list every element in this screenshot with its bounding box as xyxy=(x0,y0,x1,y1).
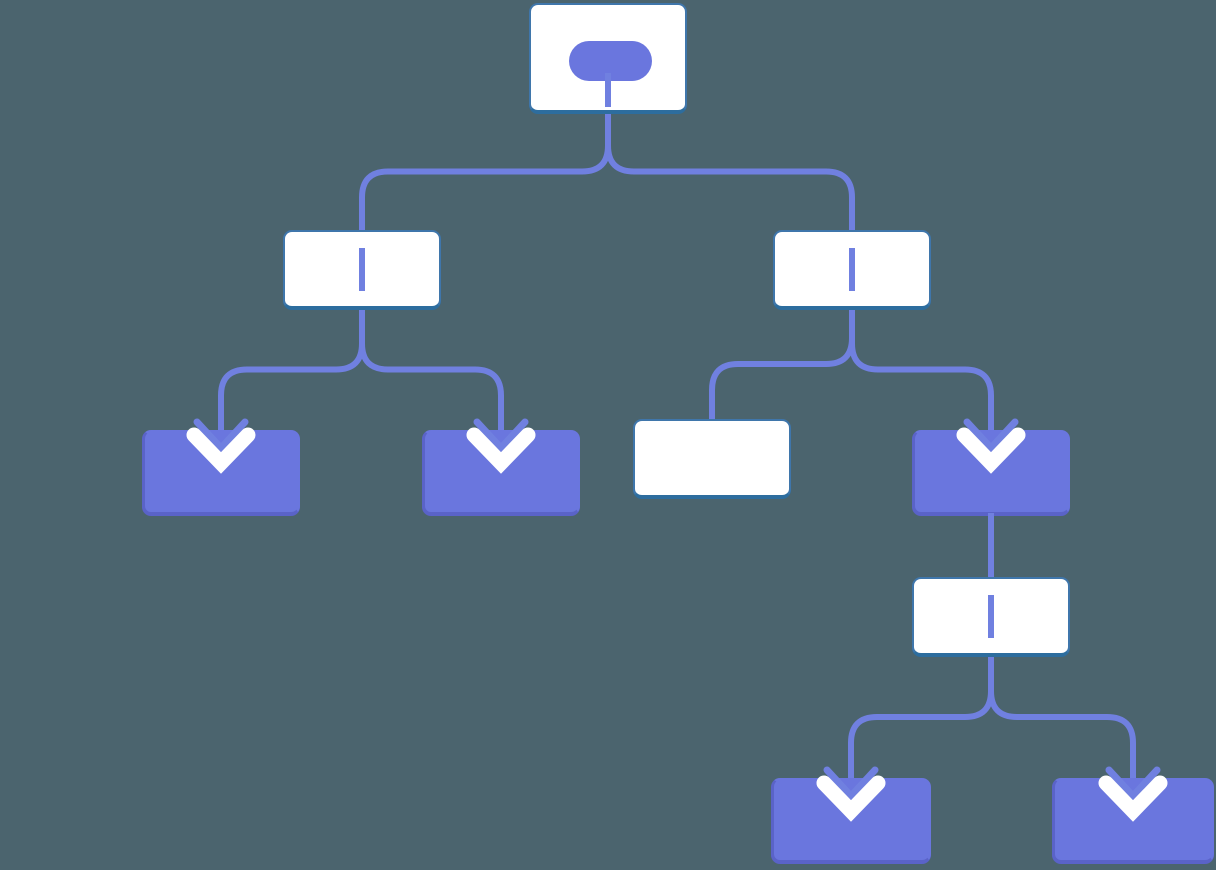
tree-edge-e2 xyxy=(218,309,365,430)
tree-node-n7[interactable] xyxy=(912,577,1070,656)
tree-edge-e1 xyxy=(605,113,855,230)
tree-node-n8[interactable] xyxy=(771,778,931,863)
root-node-pill-badge xyxy=(568,41,652,81)
tree-node-n4[interactable] xyxy=(422,430,580,515)
tree-node-n2[interactable] xyxy=(773,230,931,309)
tree-edge-e7 xyxy=(848,656,994,778)
tree-edge-e5 xyxy=(849,309,994,430)
tree-node-n1[interactable] xyxy=(283,230,441,309)
tree-node-n5[interactable] xyxy=(633,419,791,498)
tree-edge-e8 xyxy=(988,656,1136,778)
tree-edge-e3 xyxy=(359,309,504,430)
tree-edge-e0 xyxy=(359,113,611,230)
tree-node-n0[interactable] xyxy=(529,3,687,113)
tree-node-n9[interactable] xyxy=(1052,778,1214,863)
tree-node-n3[interactable] xyxy=(142,430,300,515)
tree-edge-e4 xyxy=(709,309,855,419)
tree-node-n6[interactable] xyxy=(912,430,1070,515)
